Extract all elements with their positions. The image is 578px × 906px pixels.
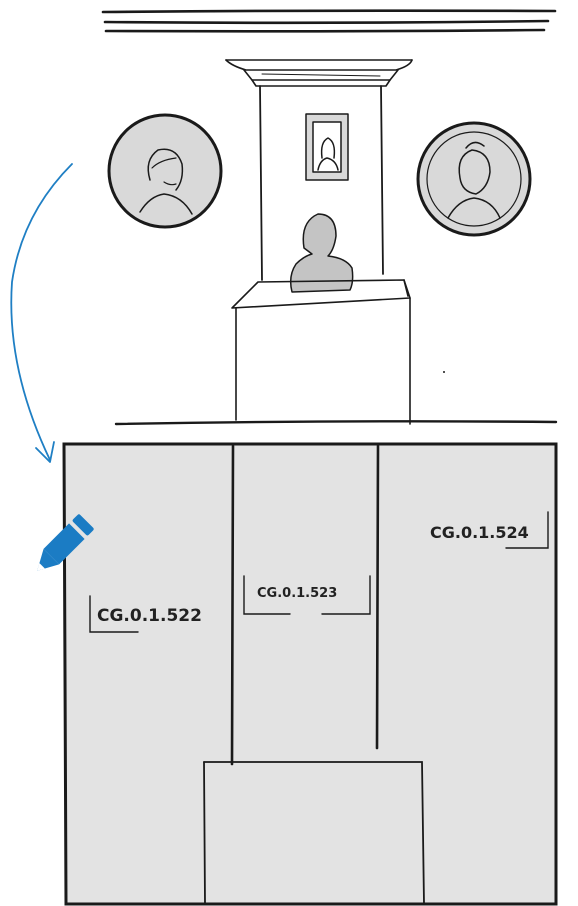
pillar-shaft xyxy=(259,85,384,281)
round-portrait-right xyxy=(416,121,532,237)
object-label-left: CG.0.1.522 xyxy=(97,606,202,626)
object-label-right: CG.0.1.524 xyxy=(430,523,529,542)
round-portrait-left xyxy=(107,113,223,229)
curved-arrow xyxy=(10,163,73,463)
plinth xyxy=(231,279,411,425)
pillar-capital xyxy=(225,59,413,87)
plan-wall-lines xyxy=(203,444,425,905)
bust-sculpture xyxy=(289,213,354,293)
floor-plan: CG.0.1.522 CG.0.1.523 CG.0.1.524 xyxy=(62,442,558,906)
small-portrait-frame xyxy=(305,113,349,181)
wall-elevation-sketch xyxy=(101,9,558,426)
label-brackets xyxy=(89,511,549,633)
floor-line xyxy=(114,420,558,426)
pencil-icon[interactable] xyxy=(29,514,94,579)
object-label-center: CG.0.1.523 xyxy=(257,586,337,601)
plan-panel xyxy=(62,442,558,906)
ink-dot xyxy=(443,371,445,373)
ceiling-lines xyxy=(101,9,557,33)
